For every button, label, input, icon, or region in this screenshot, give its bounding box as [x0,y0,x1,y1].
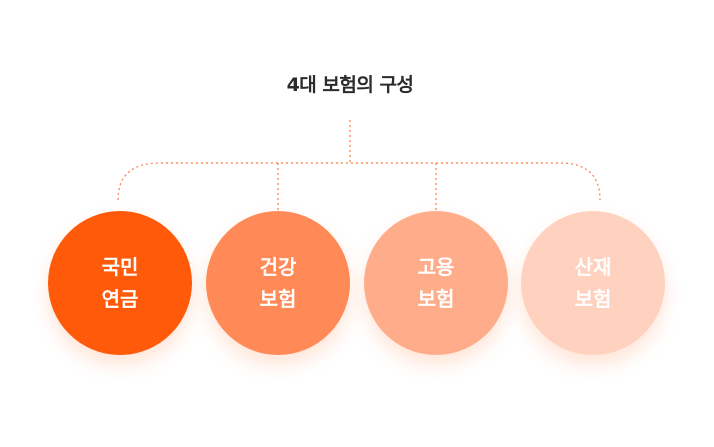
node-label-line2: 연금 [101,287,139,311]
node-industrial-accident-insurance: 산재 보험 [521,211,665,355]
node-label-line2: 보험 [417,287,455,311]
node-label-line1: 산재 [574,255,612,279]
node-label-line1: 건강 [259,255,297,279]
branch-line [117,162,601,201]
node-national-pension: 국민 연금 [48,211,192,355]
node-label-line1: 국민 [101,255,139,279]
node-label-line2: 보험 [574,287,612,311]
node-label-line2: 보험 [259,287,297,311]
diagram-title: 4대 보험의 구성 [286,74,414,96]
node-label-line1: 고용 [417,255,455,279]
node-health-insurance: 건강 보험 [206,211,350,355]
node-employment-insurance: 고용 보험 [364,211,508,355]
